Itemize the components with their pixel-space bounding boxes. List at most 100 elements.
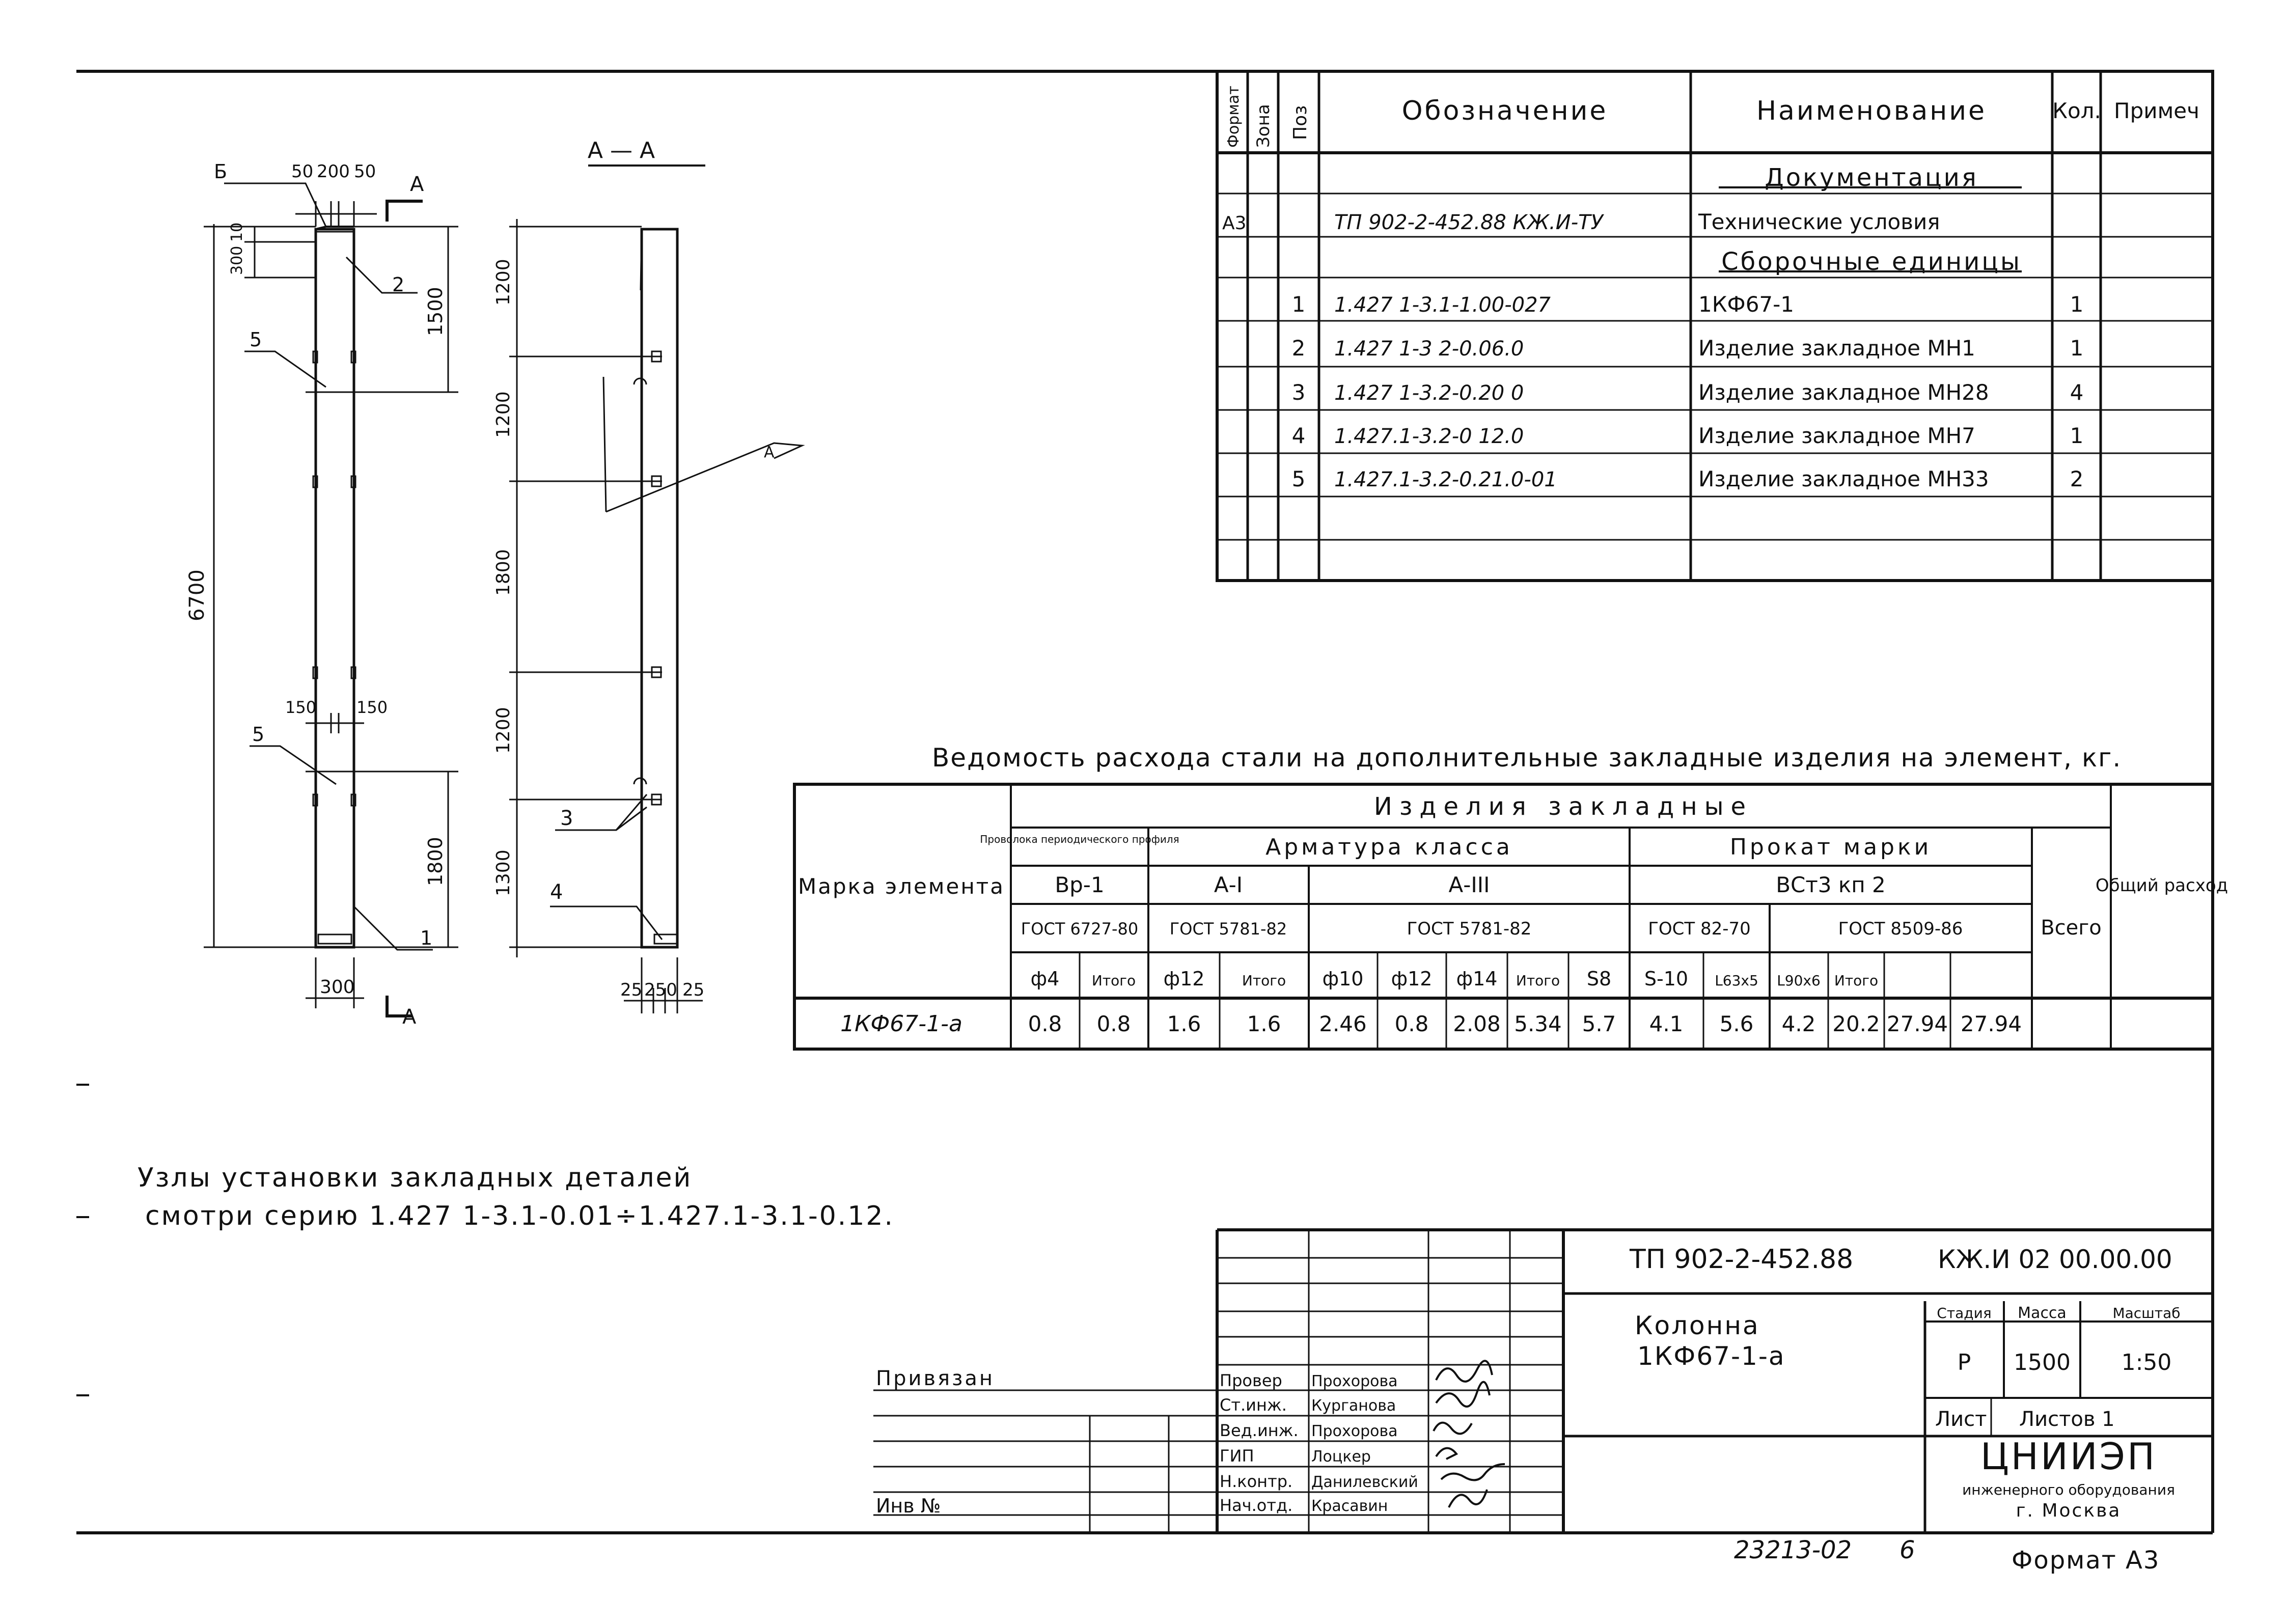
pos-2-label: 2 — [392, 273, 404, 296]
steel-class-vst: ВСт3 кп 2 — [1776, 872, 1886, 897]
dim-top-50-a: 50 — [291, 161, 313, 182]
dim-bottom-300: 300 — [320, 977, 355, 998]
steel-gost-4: ГОСТ 82-70 — [1648, 919, 1751, 939]
spec-row-name: Изделие закладное МН33 — [1698, 466, 1989, 491]
steel-total-header: Всего — [2041, 916, 2102, 940]
spec-header-format: Формат — [1225, 86, 1243, 148]
steel-row-value: 5.7 — [1582, 1011, 1616, 1036]
org-subtitle-1: инженерного оборудования — [1962, 1481, 2175, 1498]
format-label: Формат А3 — [2012, 1546, 2160, 1575]
steel-table-headers: Марка элемента Изделия закладные Проволо… — [798, 792, 2228, 940]
steel-gost-2: ГОСТ 5781-82 — [1170, 919, 1287, 939]
spec-row-designation: 1.427.1-3.2-0.21.0-01 — [1334, 468, 1557, 491]
object-mark: 1КФ67-1-а — [1637, 1341, 1785, 1371]
dim-top-50-b: 50 — [354, 161, 376, 182]
dim-side-1300: 1300 — [493, 849, 514, 896]
steel-row-value: 20.2 — [1832, 1011, 1880, 1036]
signer-role: Ст.инж. — [1220, 1395, 1287, 1415]
spec-row-pos: 4 — [1292, 423, 1306, 448]
pos-5-label-top: 5 — [250, 328, 262, 351]
steel-table-title-text: Ведомость расхода стали на дополнительны… — [932, 743, 2122, 773]
spec-row-pos: 3 — [1292, 380, 1306, 405]
dim-150-right: 150 — [356, 698, 388, 717]
signature-6 — [1448, 1489, 1488, 1508]
stage-value: Р — [1958, 1350, 1971, 1375]
mass-label: Масса — [2018, 1304, 2067, 1322]
privyazan-label: Привязан — [876, 1367, 995, 1390]
steel-row-value: 2.46 — [1319, 1011, 1367, 1036]
steel-row-value: 27.94 — [1887, 1011, 1948, 1036]
spec-header-zone: Зона — [1253, 104, 1274, 148]
section-label: А — А — [588, 137, 655, 163]
steel-table — [793, 783, 2214, 1051]
signer-role: Нач.отд. — [1220, 1496, 1292, 1515]
column-section-view — [509, 219, 805, 1013]
dim-6700: 6700 — [185, 569, 209, 621]
steel-table-title: Ведомость расхода стали на дополнительны… — [932, 743, 2122, 773]
letter-a-side: А — [764, 444, 775, 461]
steel-group-header: Изделия закладные — [1374, 792, 1753, 821]
column-front-view — [204, 182, 458, 1017]
steel-row-value: 0.8 — [1395, 1011, 1429, 1036]
spec-header: Формат Зона Поз Обозначение Наименование… — [1225, 86, 2199, 148]
dim-150-left: 150 — [285, 698, 316, 717]
steel-row-value: 0.8 — [1028, 1011, 1062, 1036]
signature-3 — [1433, 1421, 1473, 1435]
dim-side-1200-a: 1200 — [493, 259, 514, 306]
steel-gost-1: ГОСТ 6727-80 — [1021, 919, 1138, 939]
scale-value: 1:50 — [2122, 1350, 2172, 1375]
steel-gost-5: ГОСТ 8509-86 — [1838, 919, 1963, 939]
signer-role: ГИП — [1220, 1446, 1254, 1466]
steel-row-value: 1.6 — [1247, 1011, 1281, 1036]
signer-name: Прохорова — [1311, 1422, 1398, 1440]
steel-col-label: L63x5 — [1715, 972, 1758, 989]
letter-b: Б — [214, 160, 227, 183]
steel-class-a1: А-I — [1214, 872, 1243, 897]
section-arrow-bottom-label: А — [402, 1005, 417, 1029]
spec-row-name: Изделие закладное МН28 — [1698, 380, 1989, 405]
note-line-1: Узлы установки закладных деталей — [137, 1163, 692, 1193]
front-view-labels: Б 50 200 50 А 10 300 1500 6700 2 5 150 1… — [185, 160, 447, 1029]
spec-row-designation: 1.427 1-3.1-1.00-027 — [1334, 293, 1551, 317]
signer-name: Данилевский — [1311, 1473, 1418, 1491]
spec-row-qty: 4 — [2070, 380, 2084, 405]
dim-side-1200-c: 1200 — [493, 707, 514, 754]
steel-row-mark: 1КФ67-1-а — [840, 1011, 962, 1037]
signer-role: Провер — [1220, 1371, 1282, 1390]
signer-name: Лоцкер — [1311, 1448, 1371, 1466]
steel-col-label: ф4 — [1031, 968, 1060, 990]
steel-col-label: Итого — [1516, 972, 1560, 989]
doc-code: ТП 902-2-452.88 — [1629, 1244, 1853, 1275]
spec-row-pos: 1 — [1292, 292, 1306, 317]
steel-col-label: Итого — [1242, 972, 1286, 989]
steel-row-value: 27.94 — [1961, 1011, 2022, 1036]
spec-header-qty: Кол. — [2052, 98, 2101, 123]
steel-class-a3: А-III — [1448, 872, 1490, 897]
steel-row-value: 5.34 — [1514, 1011, 1562, 1036]
note-line-2: смотри серию 1.427 1-3.1-0.01÷1.427.1-3.… — [145, 1201, 894, 1231]
steel-row-value: 4.1 — [1649, 1011, 1684, 1036]
spec-row-name: Изделие закладное МН7 — [1698, 423, 1975, 448]
sheet-label: Лист — [1935, 1408, 1987, 1431]
steel-col-label: S-10 — [1644, 968, 1688, 990]
object-name: Колонна — [1635, 1311, 1760, 1340]
dim-10: 10 — [228, 223, 246, 242]
steel-col-label: ф10 — [1323, 968, 1364, 990]
section-title: А — А — [588, 137, 655, 163]
pos-4-label: 4 — [550, 880, 563, 904]
installation-note: Узлы установки закладных деталей смотри … — [137, 1163, 894, 1231]
steel-col-label: Итого — [1092, 972, 1136, 989]
section-arrow-top-label: А — [410, 173, 424, 196]
signer-role: Н.контр. — [1220, 1472, 1292, 1491]
pos-1-label: 1 — [420, 927, 432, 949]
steel-col-label: ф12 — [1391, 968, 1433, 990]
side-view-labels: 1200 1200 1800 1200 1300 А 3 4 25 250 25 — [493, 259, 775, 1000]
steel-col-label: ф12 — [1164, 968, 1205, 990]
signer-name: Красавин — [1311, 1497, 1388, 1515]
steel-armature-header: Арматура класса — [1265, 834, 1513, 860]
